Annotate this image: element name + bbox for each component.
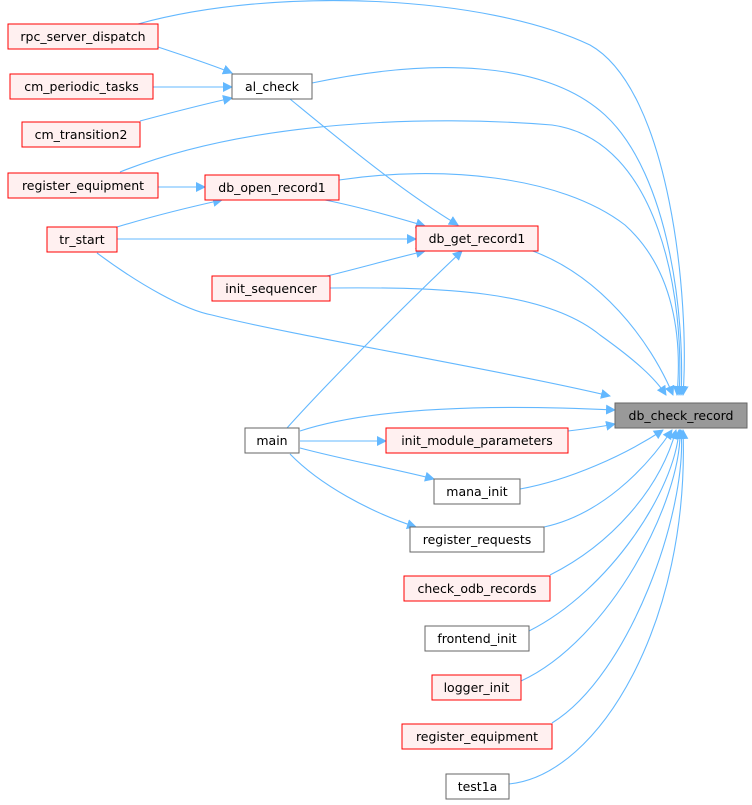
- node-box: [204, 174, 340, 201]
- edge-logger-init-to-db-check-record: [520, 429, 686, 682]
- node-label: db_open_record1: [218, 180, 325, 195]
- node-frontend-init[interactable]: frontend_init: [424, 625, 530, 652]
- node-register-equipment-b[interactable]: register_equipment: [401, 723, 553, 750]
- node-box: [21, 121, 141, 148]
- edge-register-requests-to-db-check-record: [543, 429, 673, 528]
- edge-main-to-db-get-record1: [286, 250, 463, 429]
- node-box: [7, 23, 159, 50]
- node-check-odb-records[interactable]: check_odb_records: [403, 575, 551, 602]
- edge-test1a-to-db-check-record: [508, 429, 689, 785]
- edge-main-to-mana-init: [299, 447, 435, 482]
- node-logger-init[interactable]: logger_init: [431, 674, 522, 701]
- node-box: [244, 427, 300, 454]
- node-label: check_odb_records: [417, 581, 536, 596]
- node-box: [403, 575, 551, 602]
- node-db-open-record1[interactable]: db_open_record1: [204, 174, 340, 201]
- node-label: logger_init: [444, 680, 510, 695]
- node-label: cm_periodic_tasks: [24, 79, 139, 94]
- edges-layer: [96, 0, 689, 785]
- node-label: register_equipment: [22, 178, 144, 193]
- node-label: test1a: [458, 779, 498, 794]
- node-label: init_sequencer: [225, 281, 317, 296]
- edge-db-open-record1-to-db-check-record: [338, 173, 683, 396]
- node-label: al_check: [245, 79, 300, 94]
- node-label: frontend_init: [437, 631, 516, 646]
- node-al-check[interactable]: al_check: [231, 73, 313, 100]
- node-label: register_equipment: [416, 729, 538, 744]
- node-rpc-server-dispatch[interactable]: rpc_server_dispatch: [7, 23, 159, 50]
- edge-frontend-init-to-db-check-record: [528, 429, 684, 632]
- node-main[interactable]: main: [244, 427, 300, 454]
- node-box: [433, 478, 521, 505]
- node-tr-start[interactable]: tr_start: [46, 226, 118, 253]
- edge-init-module-parameters-to-db-check-record: [567, 420, 616, 432]
- node-box: [424, 625, 530, 652]
- node-box: [614, 402, 748, 429]
- edge-check-odb-records-to-db-check-record: [549, 429, 679, 576]
- node-label: init_module_parameters: [401, 433, 553, 448]
- node-label: mana_init: [446, 484, 508, 499]
- edge-tr-start-to-db-check-record: [96, 252, 611, 399]
- node-label: register_requests: [423, 532, 531, 547]
- node-box: [7, 172, 159, 199]
- edge-db-get-record1-to-db-check-record: [529, 249, 675, 396]
- edge-cm-transition2-to-al-check: [139, 95, 233, 122]
- node-label: rpc_server_dispatch: [20, 29, 145, 44]
- node-box: [385, 427, 569, 454]
- node-db-get-record1[interactable]: db_get_record1: [415, 225, 539, 252]
- edge-init-sequencer-to-db-check-record: [329, 287, 667, 396]
- edge-db-open-record1-to-db-get-record1: [324, 199, 426, 229]
- node-register-requests[interactable]: register_requests: [409, 526, 545, 553]
- edge-register-equipment-b-to-db-check-record: [551, 429, 687, 724]
- edge-init-sequencer-to-db-get-record1: [326, 248, 426, 277]
- node-box: [415, 225, 539, 252]
- node-box: [211, 275, 331, 302]
- nodes-layer: db_check_record rpc_server_dispatch al_che…: [7, 23, 748, 800]
- edge-rpc-server-dispatch-to-db-check-record: [137, 0, 689, 396]
- node-init-sequencer[interactable]: init_sequencer: [211, 275, 331, 302]
- node-label: tr_start: [59, 232, 105, 247]
- edge-rpc-server-dispatch-to-al-check: [157, 46, 233, 75]
- edge-main-to-db-check-record: [299, 404, 616, 432]
- node-box: [445, 773, 510, 800]
- node-box: [401, 723, 553, 750]
- edge-al-check-to-db-check-record: [311, 67, 687, 396]
- node-db-check-record[interactable]: db_check_record: [614, 402, 748, 429]
- edge-main-to-register-requests: [289, 453, 417, 529]
- node-box: [9, 73, 154, 100]
- node-test1a[interactable]: test1a: [445, 773, 510, 800]
- node-label: db_check_record: [629, 408, 734, 423]
- node-box: [46, 226, 118, 253]
- node-box: [431, 674, 522, 701]
- node-label: db_get_record1: [429, 231, 526, 246]
- node-mana-init[interactable]: mana_init: [433, 478, 521, 505]
- node-init-module-parameters[interactable]: init_module_parameters: [385, 427, 569, 454]
- edge-al-check-to-db-get-record1: [289, 98, 459, 226]
- node-box: [409, 526, 545, 553]
- node-cm-transition2[interactable]: cm_transition2: [21, 121, 141, 148]
- node-label: main: [256, 433, 287, 448]
- edge-mana-init-to-db-check-record: [519, 429, 664, 490]
- node-label: cm_transition2: [35, 127, 128, 142]
- edge-register-equipment-a-to-db-check-record: [119, 120, 685, 396]
- node-register-equipment-a[interactable]: register_equipment: [7, 172, 159, 199]
- edge-tr-start-to-db-open-record1: [116, 197, 223, 228]
- node-box: [231, 73, 313, 100]
- node-cm-periodic-tasks[interactable]: cm_periodic_tasks: [9, 73, 154, 100]
